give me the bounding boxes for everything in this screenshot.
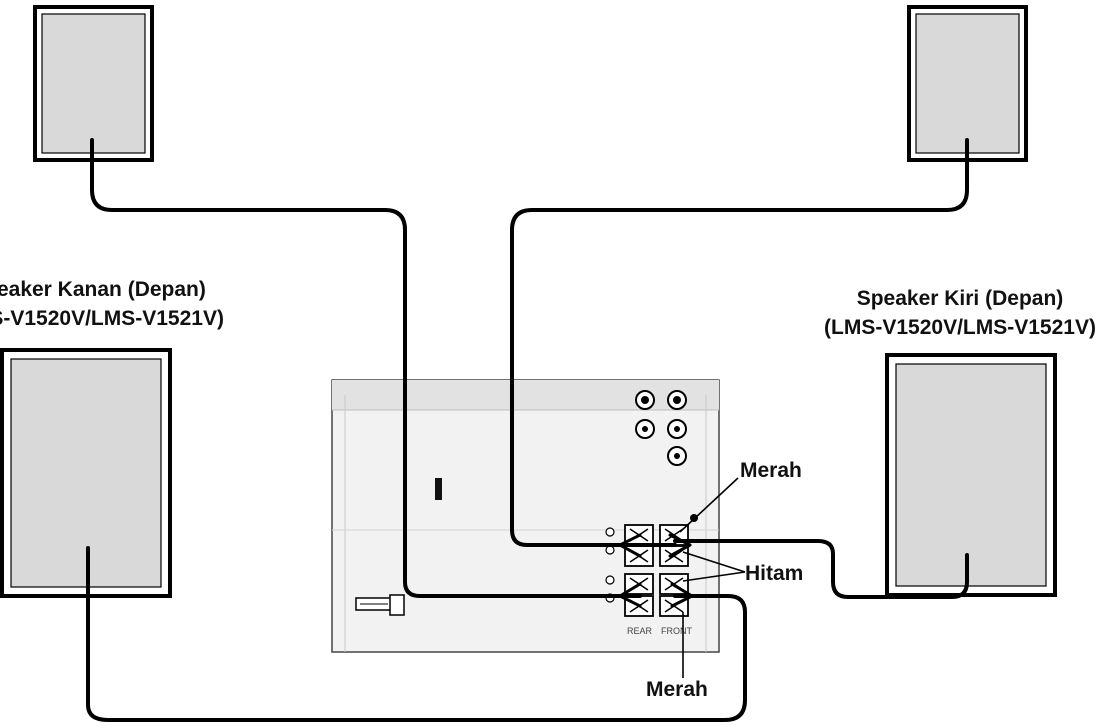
unit-slot: [435, 478, 442, 500]
left-front-speaker: [885, 353, 1057, 597]
terminal-label-front: FRONT: [661, 626, 692, 636]
cable-left-front: [673, 539, 969, 599]
label-left-front-title: Speaker Kiri (Depan): [857, 287, 1064, 310]
cable-rear-left: [90, 138, 642, 598]
label-right-front-title: Speaker Kanan (Depan): [0, 278, 206, 301]
speaker-cables: [86, 138, 969, 722]
terminal-label-rear: REAR: [627, 626, 653, 636]
label-red-bottom: Merah: [646, 678, 708, 701]
main-unit-rear-panel: REAR FRONT: [331, 379, 720, 653]
label-right-front-model: (LMS-V1520V/LMS-V1521V): [0, 307, 224, 330]
label-left-front-model: (LMS-V1520V/LMS-V1521V): [824, 316, 1096, 339]
label-black: Hitam: [745, 562, 803, 585]
rear-right-speaker: [907, 5, 1028, 162]
plug-icon: [355, 594, 405, 616]
av-jacks: [635, 390, 687, 466]
cable-right-front: [86, 546, 747, 722]
label-red-top: Merah: [740, 459, 802, 482]
rear-left-speaker: [33, 5, 154, 162]
cable-rear-right: [510, 138, 969, 547]
leader-lines: [679, 477, 746, 678]
